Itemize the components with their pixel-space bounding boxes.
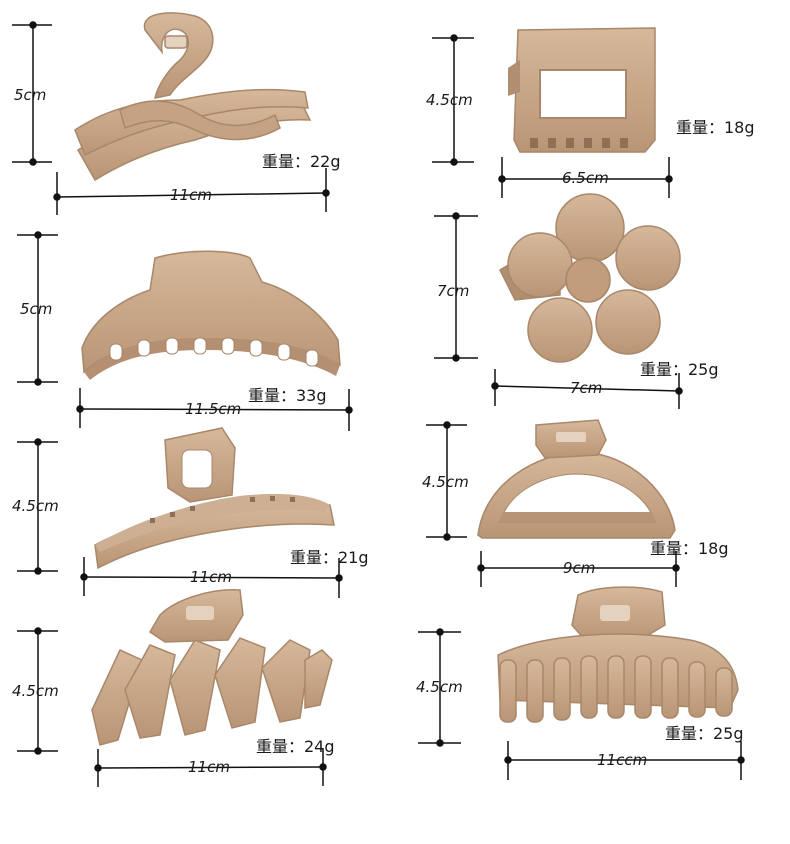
weight-label-5: 重量：21g bbox=[290, 548, 369, 567]
weight-label-8: 重量：25g bbox=[665, 724, 744, 743]
height-label-8: 4.5cm bbox=[416, 678, 463, 696]
loop-claw-clip bbox=[94, 427, 335, 570]
height-label-6: 4.5cm bbox=[422, 473, 469, 491]
zigzag-claw-clip bbox=[91, 589, 333, 746]
width-label-5: 11cm bbox=[190, 568, 232, 586]
width-label-6: 9cm bbox=[563, 559, 596, 577]
wide-claw-clip bbox=[497, 586, 739, 723]
height-label-1: 5cm bbox=[14, 86, 47, 104]
weight-label-4: 重量：25g bbox=[640, 360, 719, 379]
width-label-3: 11.5cm bbox=[185, 400, 242, 418]
height-label-7: 4.5cm bbox=[12, 682, 59, 700]
width-label-2: 6.5cm bbox=[562, 169, 609, 187]
width-label-7: 11cm bbox=[188, 758, 230, 776]
weight-label-6: 重量：18g bbox=[650, 539, 729, 558]
height-label-5: 4.5cm bbox=[12, 497, 59, 515]
weight-label-1: 重量：22g bbox=[262, 152, 341, 171]
weight-label-3: 重量：33g bbox=[248, 386, 327, 405]
height-label-4: 7cm bbox=[437, 282, 470, 300]
width-label-8: 11ccm bbox=[597, 751, 648, 769]
square-claw-clip bbox=[508, 27, 656, 153]
width-label-1: 11cm bbox=[170, 186, 212, 204]
weight-label-7: 重量：24g bbox=[256, 737, 335, 756]
large-claw-clip bbox=[81, 250, 341, 380]
width-label-4: 7cm bbox=[570, 379, 603, 397]
twist-claw-clip bbox=[74, 12, 312, 182]
weight-label-2: 重量：18g bbox=[676, 118, 755, 137]
height-label-2: 4.5cm bbox=[426, 91, 473, 109]
half-moon-claw-clip bbox=[477, 419, 676, 539]
flower-claw-clip bbox=[499, 193, 681, 363]
height-label-3: 5cm bbox=[20, 300, 53, 318]
